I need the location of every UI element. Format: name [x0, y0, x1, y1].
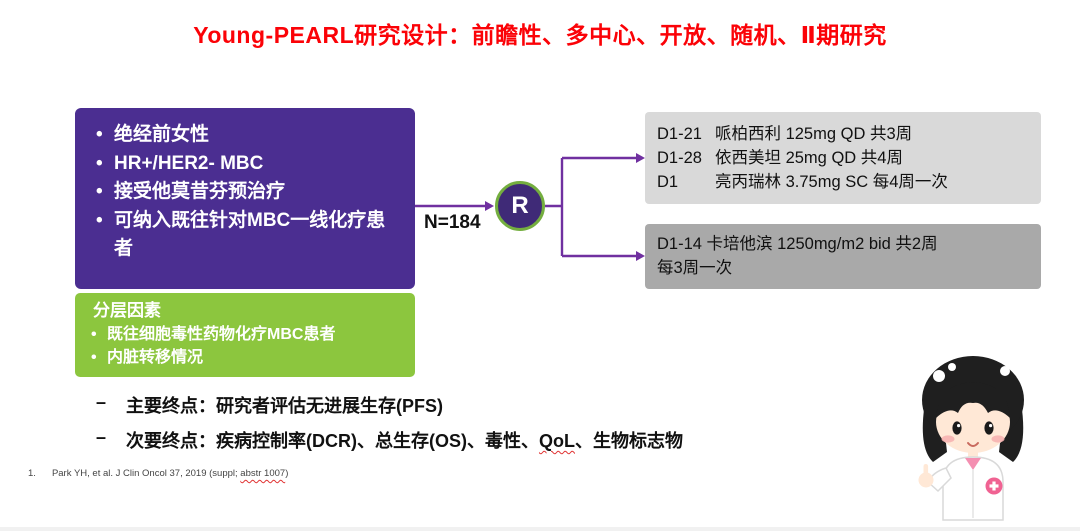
day-label: D1-28	[657, 149, 702, 167]
slide-title: Young-PEARL研究设计：前瞻性、多中心、开放、随机、Ⅱ期研究	[193, 22, 887, 48]
regimen-row: D1-28 依西美坦 25mg QD 共4周	[657, 146, 1029, 170]
inclusion-item: HR+/HER2- MBC	[91, 150, 403, 179]
spellcheck-underline: abstr 1007	[240, 468, 286, 479]
day-label: D1	[657, 173, 679, 191]
regimen-text: 依西美坦 25mg QD 共4周	[715, 149, 903, 167]
arrowhead-icon	[485, 201, 494, 211]
stratification-box: 分层因素 既往细胞毒性药物化疗MBC患者 内脏转移情况	[75, 293, 415, 377]
footnote-number: 1.	[28, 468, 36, 479]
regimen-row: D1 亮丙瑞林 3.75mg SC 每4周一次	[657, 170, 1029, 194]
randomization-node: R	[495, 181, 545, 231]
sample-size-label: N=184	[424, 212, 481, 233]
day-label: D1-21	[657, 125, 702, 143]
secondary-endpoint-text: 次要终点：疾病控制率(DCR)、总生存(OS)、毒性、QoL、生物标志物	[126, 431, 683, 451]
spellcheck-underline: QoL	[538, 431, 575, 451]
inclusion-criteria-box: 绝经前女性 HR+/HER2- MBC 接受他莫昔芬预治疗 可纳入既往针对MBC…	[75, 108, 415, 289]
slide-bottom-edge	[0, 527, 1080, 531]
stratification-title: 分层因素	[93, 301, 161, 320]
stratification-item: 内脏转移情况	[85, 346, 405, 369]
regimen-text: D1-14 卡培他滨 1250mg/m2 bid 共2周	[657, 235, 938, 253]
stratification-item: 既往细胞毒性药物化疗MBC患者	[85, 323, 405, 346]
inclusion-item: 绝经前女性	[91, 121, 403, 150]
regimen-text: 哌柏西利 125mg QD 共3周	[715, 125, 913, 143]
inclusion-item: 接受他莫昔芬预治疗	[91, 178, 403, 207]
reference-footnote: 1. Park YH, et al. J Clin Oncol 37, 2019 …	[28, 468, 288, 479]
primary-endpoint: – 主要终点：研究者评估无进展生存(PFS)	[96, 392, 683, 418]
footnote-text: Park YH, et al. J Clin Oncol 37, 2019 (s…	[51, 468, 289, 479]
regimen-text: 每3周一次	[657, 259, 733, 277]
secondary-endpoint: – 次要终点：疾病控制率(DCR)、总生存(OS)、毒性、QoL、生物标志物	[96, 427, 683, 453]
endpoints-section: – 主要终点：研究者评估无进展生存(PFS) – 次要终点：疾病控制率(DCR)…	[96, 392, 683, 462]
inclusion-item: 可纳入既往针对MBC一线化疗患者	[91, 207, 403, 264]
arm2-regimen-box: D1-14 卡培他滨 1250mg/m2 bid 共2周 每3周一次	[645, 224, 1041, 289]
regimen-row: D1-21 哌柏西利 125mg QD 共3周	[657, 122, 1029, 146]
arrowhead-icon	[636, 251, 645, 261]
arm1-regimen-box: D1-21 哌柏西利 125mg QD 共3周 D1-28 依西美坦 25mg …	[645, 112, 1041, 204]
primary-endpoint-text: 主要终点：研究者评估无进展生存(PFS)	[126, 396, 443, 416]
doctor-mascot-illustration	[918, 356, 1024, 521]
arrowhead-icon	[636, 153, 645, 163]
dash-bullet: –	[96, 427, 107, 447]
stratification-list: 既往细胞毒性药物化疗MBC患者 内脏转移情况	[85, 323, 405, 370]
inclusion-list: 绝经前女性 HR+/HER2- MBC 接受他莫昔芬预治疗 可纳入既往针对MBC…	[91, 121, 403, 264]
dash-bullet: –	[96, 392, 107, 412]
regimen-text: 亮丙瑞林 3.75mg SC 每4周一次	[715, 173, 948, 191]
